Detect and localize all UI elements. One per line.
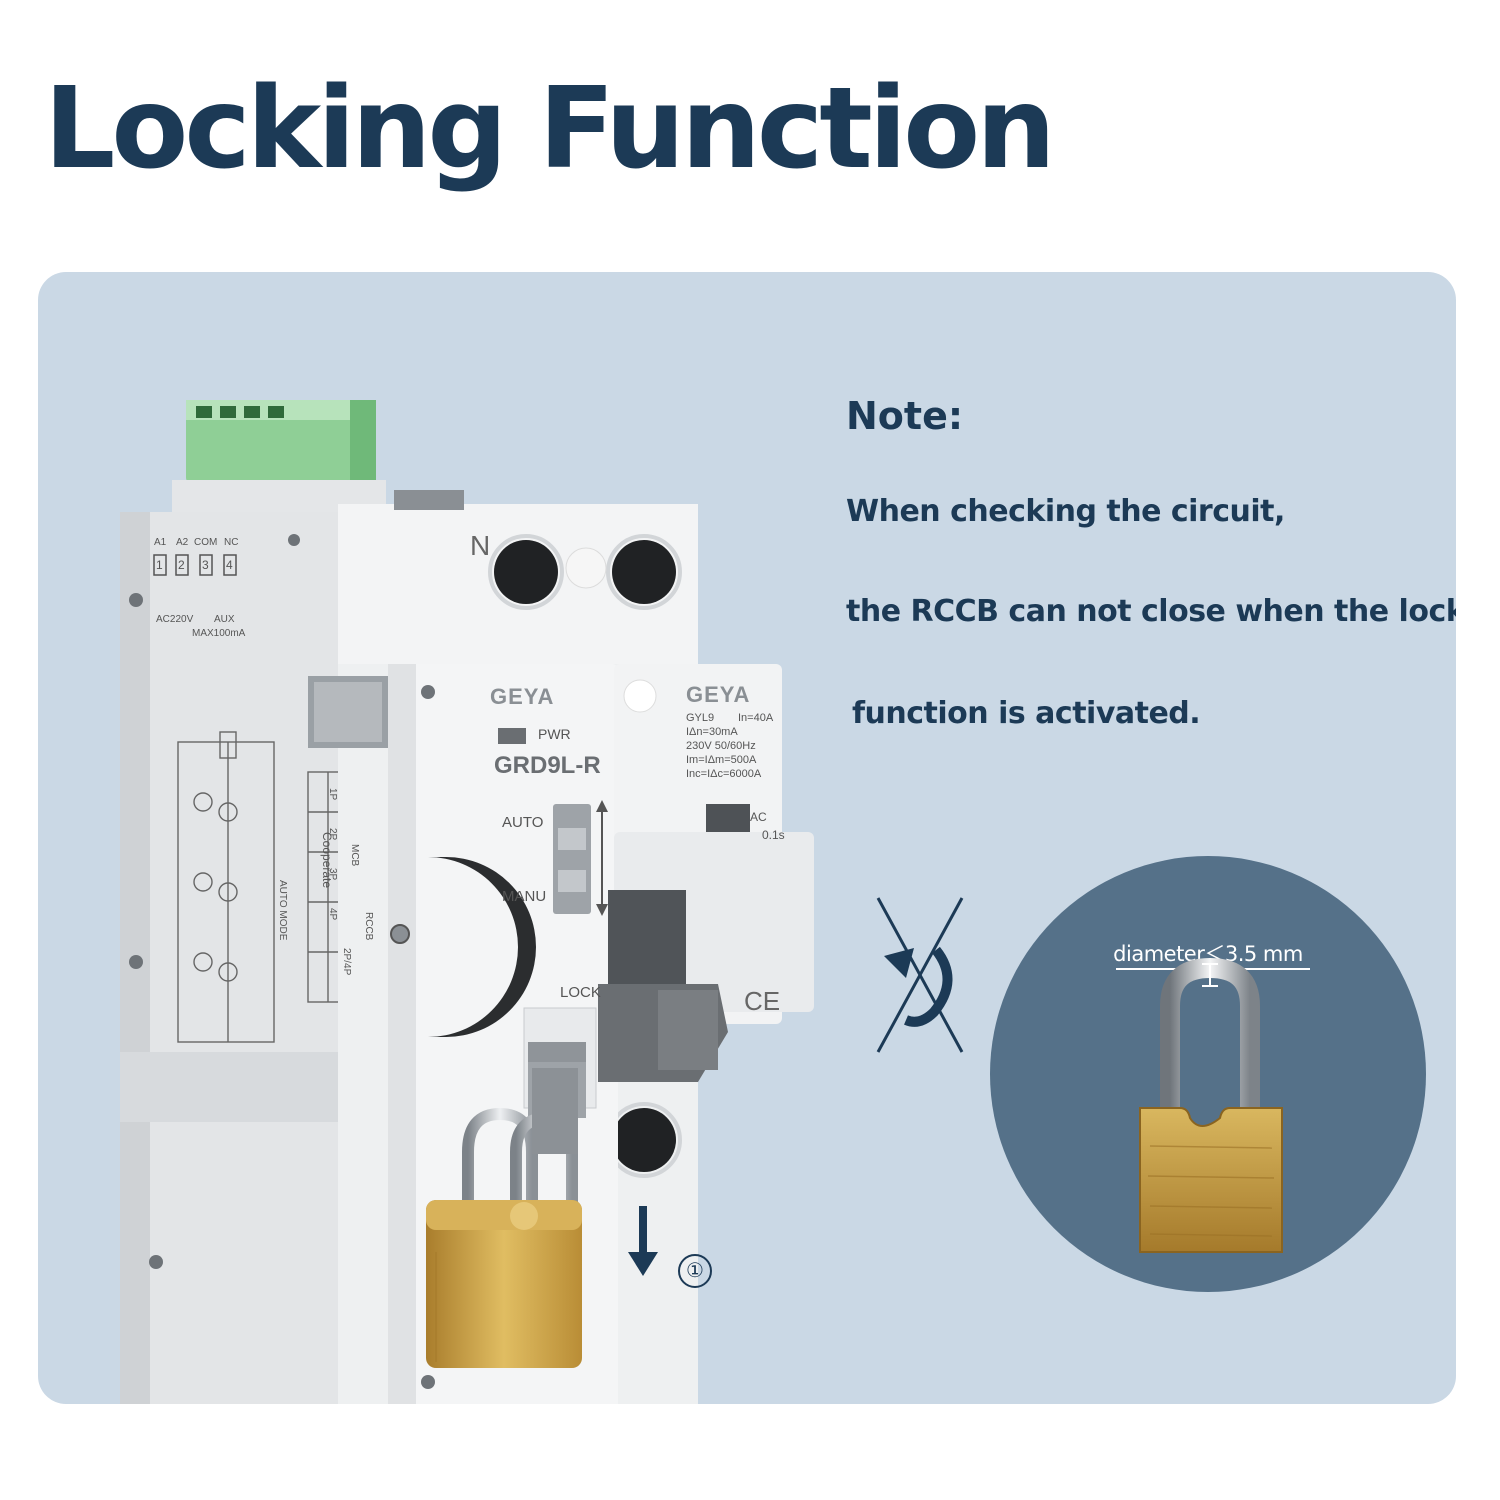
side-table-2p4p: 2P/4P <box>341 948 352 976</box>
side-table-4p: 4P <box>327 908 338 921</box>
side-table-2p: 2P <box>327 828 338 841</box>
lock-label: LOCK <box>560 984 601 1001</box>
rccb-model: GYL9 <box>686 712 715 724</box>
side-table-1p: 1P <box>327 788 338 801</box>
side-table-rccb: RCCB <box>363 912 374 941</box>
breaker-illustration <box>120 400 814 1404</box>
supply-label: AC220V <box>156 614 194 625</box>
aux-label: AUX <box>214 614 235 625</box>
down-arrow-icon <box>628 1206 658 1276</box>
terminal-number-1: 1 <box>156 558 163 572</box>
terminal-label-a2: A2 <box>176 537 189 548</box>
rccb-type: AC <box>750 810 767 824</box>
side-table-3p: 3P <box>327 868 338 881</box>
padlock-icon <box>1139 957 1283 1253</box>
side-table-mcb: MCB <box>349 844 360 867</box>
note-line-1: When checking the circuit, <box>846 494 1285 529</box>
step-number: ① <box>678 1254 712 1288</box>
rccb-spec-1: In=40A <box>738 712 774 724</box>
content-panel: A1 A2 COM NC 1 2 3 4 AC220V AUX MAX100mA… <box>38 272 1456 1404</box>
rccb-spec-4: Im=IΔm=500A <box>686 754 757 766</box>
note-line-2: the RCCB can not close when the lock <box>846 594 1456 629</box>
rccb-time: 0.1s <box>762 828 785 842</box>
auto-mode-label: AUTO MODE <box>277 880 288 941</box>
terminal-label-a1: A1 <box>154 537 167 548</box>
rccb-brand: GEYA <box>686 682 751 707</box>
neutral-label: N <box>470 530 491 561</box>
rccb-spec-5: Inc=IΔc=6000A <box>686 768 762 780</box>
pwr-label: PWR <box>538 726 571 742</box>
padlock-detail-circle: diameter＜3.5 mm <box>990 856 1426 1292</box>
terminal-label-com: COM <box>194 537 218 548</box>
terminal-number-3: 3 <box>202 558 209 572</box>
note-line-3: function is activated. <box>852 696 1201 731</box>
page-title: Locking Function <box>44 64 1056 194</box>
terminal-number-4: 4 <box>226 558 233 572</box>
ce-mark: CE <box>744 986 781 1016</box>
no-rotation-icon <box>876 897 964 1053</box>
note-heading: Note: <box>846 394 964 438</box>
rccb-spec-2: IΔn=30mA <box>686 726 738 738</box>
terminal-number-2: 2 <box>178 558 185 572</box>
terminal-label-nc: NC <box>224 537 239 548</box>
module-brand: GEYA <box>490 684 555 709</box>
rccb-spec-3: 230V 50/60Hz <box>686 740 756 752</box>
manu-label: MANU <box>502 888 547 905</box>
aux-rating: MAX100mA <box>192 628 246 639</box>
auto-label: AUTO <box>502 814 544 831</box>
module-model: GRD9L-R <box>494 752 601 779</box>
